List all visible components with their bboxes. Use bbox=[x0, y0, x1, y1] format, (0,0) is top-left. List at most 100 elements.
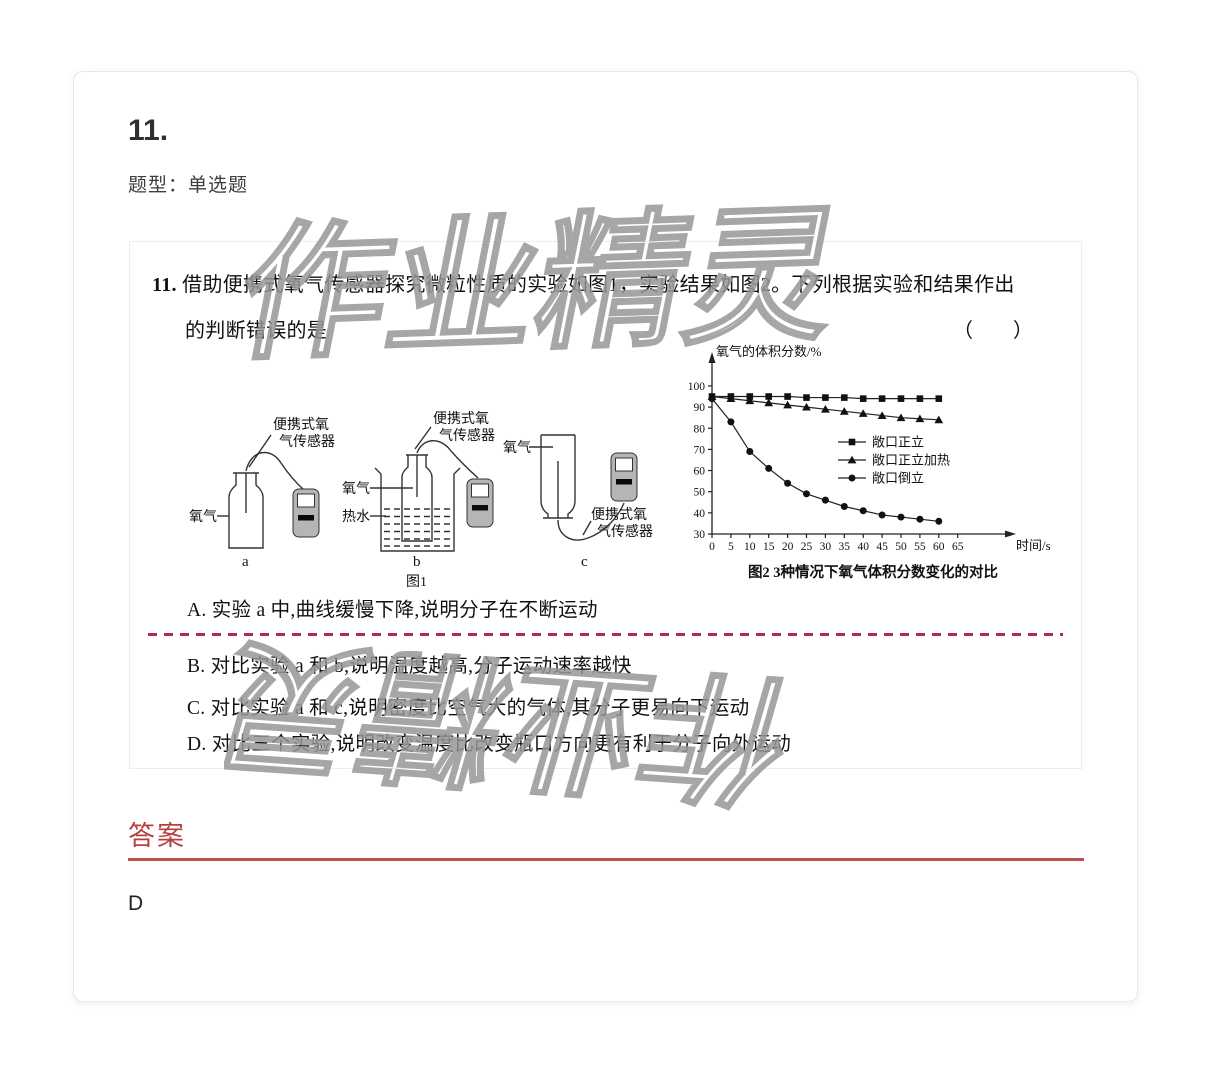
x-tick-label: 15 bbox=[763, 541, 775, 553]
marker-square bbox=[841, 394, 848, 401]
y-tick-label: 100 bbox=[688, 381, 706, 393]
sensor-c-screen bbox=[615, 457, 633, 472]
marker-circle bbox=[803, 490, 810, 498]
marker-circle bbox=[746, 448, 754, 456]
hot-water bbox=[384, 508, 451, 547]
x-tick-label: 40 bbox=[857, 541, 869, 553]
hot-water-label: 热水 bbox=[342, 509, 370, 525]
x-tick-label: 25 bbox=[801, 541, 813, 553]
legend-label: 敞口倒立 bbox=[872, 471, 924, 486]
question-content-box: 11. 借助便携式氧气传感器探究微粒性质的实验如图1，实验结果如图2。下列根据实… bbox=[129, 241, 1082, 769]
marker-square bbox=[803, 394, 810, 401]
marker-triangle bbox=[821, 405, 830, 413]
wire-c bbox=[557, 502, 625, 541]
marker-circle bbox=[935, 517, 943, 525]
marker-triangle bbox=[934, 415, 944, 424]
marker-triangle bbox=[802, 402, 811, 411]
setup-b: 便携式氧 气传感器 氧气 热水 b 图1 bbox=[342, 411, 495, 590]
marker-circle bbox=[859, 507, 867, 515]
subfig-label-b: b bbox=[413, 554, 421, 570]
setup-a: 便携式氧 气传感器 氧气 a bbox=[189, 417, 335, 570]
x-axis-arrow bbox=[1005, 530, 1016, 538]
stem-text: 借助便携式氧气传感器探究微粒性质的实验如图1，实验结果如图2。下列根据实验和结果… bbox=[182, 274, 1015, 296]
sensor-b-bar bbox=[472, 505, 488, 511]
dashed-separator bbox=[148, 633, 1063, 636]
oxygen-label: 氧气 bbox=[342, 481, 370, 497]
marker-circle bbox=[765, 464, 773, 472]
marker-circle bbox=[708, 395, 716, 403]
sensor-label: 气传感器 bbox=[279, 433, 335, 450]
marker-triangle bbox=[764, 398, 774, 407]
answer-divider bbox=[128, 858, 1084, 861]
bottle-c-right bbox=[567, 435, 576, 518]
option-c: C. 对比实验 a 和 c,说明密度比空气大的气体,其分子更易向下运动 bbox=[187, 698, 750, 719]
bottle-c-left bbox=[540, 435, 549, 518]
marker-circle bbox=[840, 503, 848, 511]
marker-triangle bbox=[847, 455, 857, 464]
marker-square bbox=[897, 395, 905, 402]
sensor-label: 气传感器 bbox=[597, 523, 653, 540]
sensor-label: 气传感器 bbox=[439, 427, 495, 444]
beaker bbox=[374, 467, 461, 552]
marker-square bbox=[878, 395, 886, 402]
option-b: B. 对比实验 a 和 b,说明温度越高,分子运动速率越快 bbox=[187, 656, 632, 677]
y-axis-title: 氧气的体积分数/% bbox=[716, 344, 822, 359]
x-tick-label: 0 bbox=[709, 541, 715, 553]
sensor-label: 便携式氧 bbox=[433, 411, 489, 427]
marker-square bbox=[916, 395, 924, 402]
y-tick-label: 60 bbox=[694, 466, 706, 478]
y-axis-arrow bbox=[708, 352, 716, 363]
answer-section-title: 答案 bbox=[128, 821, 186, 851]
marker-circle bbox=[727, 418, 735, 426]
y-tick-label: 90 bbox=[694, 402, 706, 414]
marker-square bbox=[935, 395, 943, 402]
marker-triangle bbox=[726, 394, 736, 403]
sensor-b-screen bbox=[471, 483, 489, 498]
question-card: 11. 题型：单选题 11. 借助便携式氧气传感器探究微粒性质的实验如图1，实验… bbox=[73, 71, 1138, 1002]
marker-triangle bbox=[915, 414, 925, 423]
oxygen-label: 氧气 bbox=[503, 440, 531, 456]
setup-c: 氧气 便携式氧 气传感器 c bbox=[503, 434, 653, 570]
sensor-label: 便携式氧 bbox=[591, 507, 647, 523]
subfig-label-a: a bbox=[242, 554, 249, 570]
y-tick-label: 30 bbox=[694, 529, 706, 541]
marker-circle bbox=[821, 496, 829, 504]
option-d: D. 对比三个实验,说明改变温度比改变瓶口方向更有利于分子向外运动 bbox=[187, 734, 792, 755]
sensor-c-bar bbox=[616, 479, 632, 485]
answer-value: D bbox=[128, 892, 144, 915]
oxygen-label: 氧气 bbox=[189, 509, 217, 525]
x-tick-label: 65 bbox=[952, 541, 964, 553]
question-number: 11. bbox=[128, 114, 169, 147]
marker-square bbox=[765, 393, 772, 400]
legend-label: 敞口正立 bbox=[872, 435, 924, 450]
marker-triangle bbox=[745, 396, 755, 405]
label-leader bbox=[582, 520, 592, 536]
x-tick-label: 35 bbox=[839, 541, 851, 553]
marker-square bbox=[848, 438, 856, 446]
marker-triangle bbox=[783, 400, 792, 409]
x-tick-label: 50 bbox=[895, 541, 907, 553]
wire-b bbox=[416, 440, 479, 479]
sensor-a-screen bbox=[297, 493, 315, 508]
x-tick-label: 30 bbox=[820, 541, 832, 553]
legend-label: 敞口正立加热 bbox=[872, 453, 950, 468]
x-tick-label: 20 bbox=[782, 541, 794, 553]
x-tick-label: 10 bbox=[744, 541, 756, 553]
marker-circle bbox=[916, 515, 924, 523]
figure1-caption: 图1 bbox=[406, 575, 427, 590]
y-tick-label: 50 bbox=[694, 487, 706, 499]
x-tick-label: 5 bbox=[728, 541, 734, 553]
question-type-label: 题型：单选题 bbox=[128, 175, 249, 196]
marker-circle bbox=[878, 511, 886, 519]
marker-square bbox=[784, 393, 791, 400]
x-axis-title: 时间/s bbox=[1016, 538, 1051, 553]
y-tick-label: 80 bbox=[694, 423, 706, 435]
label-leader bbox=[248, 434, 272, 468]
x-tick-label: 55 bbox=[914, 541, 926, 553]
bottle-a bbox=[228, 473, 264, 549]
option-a: A. 实验 a 中,曲线缓慢下降,说明分子在不断运动 bbox=[187, 600, 598, 621]
marker-triangle bbox=[839, 407, 849, 415]
stem-number: 11. bbox=[152, 274, 177, 296]
